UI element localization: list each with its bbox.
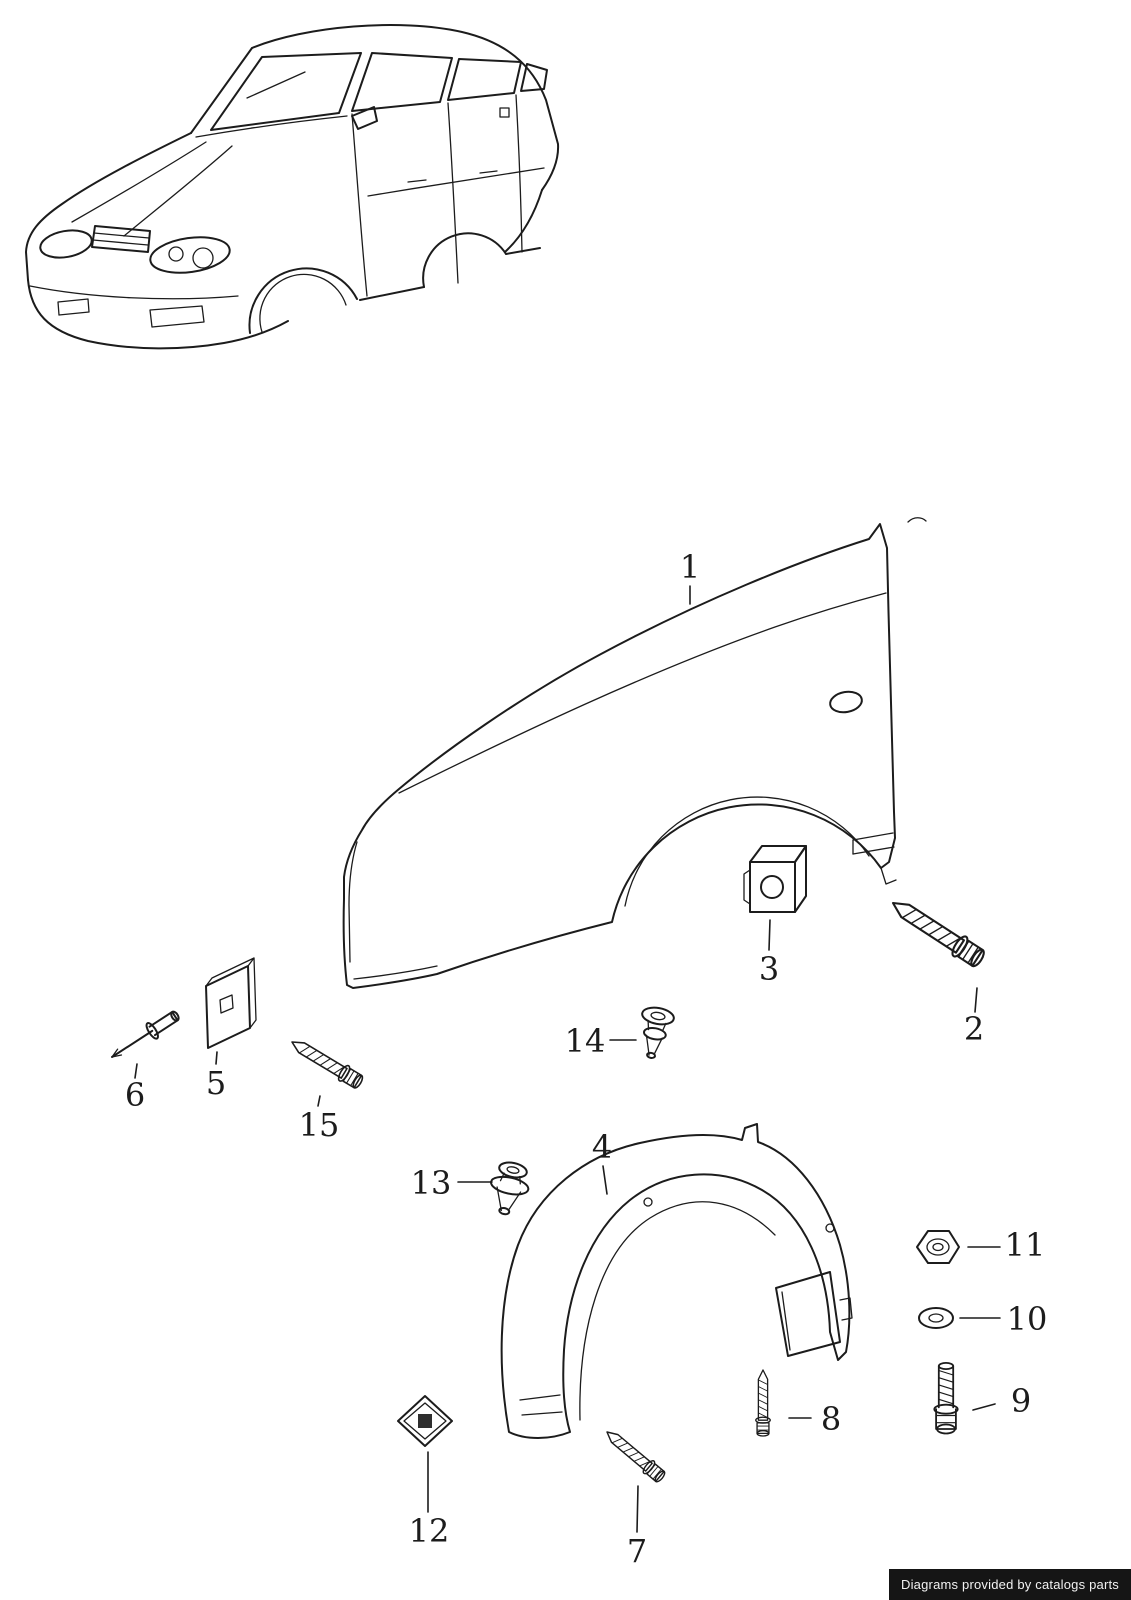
- grille: [91, 225, 151, 253]
- rear-wheel-arch: [422, 232, 507, 288]
- callout-13: 13: [411, 1164, 452, 1202]
- provider-badge: Diagrams provided by catalogs parts: [889, 1569, 1131, 1600]
- part-4-wheel-housing-liner: [500, 1123, 853, 1439]
- fog-lamp: [57, 298, 90, 316]
- front-wheel-arch: [248, 267, 358, 334]
- part-14-expanding-rivet: [641, 1006, 675, 1059]
- part-5-clip-plate: [205, 957, 257, 1049]
- callout-3: 3: [759, 950, 779, 988]
- callout-10: 10: [1007, 1300, 1048, 1338]
- part-1-front-wing: [342, 523, 897, 989]
- headlight-right: [149, 236, 231, 274]
- part-15-screw: [286, 1033, 366, 1092]
- callout-4: 4: [592, 1128, 612, 1166]
- leader-lines: [134, 585, 1001, 1533]
- rub-strip: [852, 832, 895, 855]
- callout-1: 1: [680, 548, 700, 586]
- part-12-speed-nut: [397, 1395, 453, 1447]
- mirror: [351, 106, 378, 130]
- quarter-window: [520, 63, 548, 92]
- part-8-screw: [755, 1369, 771, 1437]
- callout-14: 14: [565, 1022, 606, 1060]
- part-13-expanding-rivet: [490, 1161, 530, 1216]
- a-pillar-line: [190, 47, 253, 134]
- part-6-rivet: [111, 1010, 180, 1058]
- part-11-hex-nut: [916, 1230, 960, 1264]
- car-body-sketch: [25, 24, 560, 350]
- callout-labels: 1 2 3 4 5 6 7 8 9 10 11 12 13 14 15: [125, 548, 1048, 1570]
- callout-5: 5: [206, 1064, 226, 1102]
- headlight-left: [39, 229, 93, 259]
- side-repeater-hole: [829, 690, 863, 714]
- part-10-washer: [918, 1307, 954, 1329]
- callout-12: 12: [409, 1512, 450, 1550]
- windshield: [210, 52, 362, 131]
- part-3-clip: [743, 845, 807, 913]
- squiggle-mark: [907, 517, 927, 523]
- callout-11: 11: [1005, 1226, 1046, 1264]
- callout-9: 9: [1011, 1382, 1031, 1420]
- callout-6: 6: [125, 1076, 145, 1114]
- front-door-window: [351, 52, 453, 112]
- part-2-screw: [885, 892, 989, 971]
- rear-door-window: [447, 58, 522, 101]
- callout-8: 8: [821, 1400, 841, 1438]
- fuel-door: [499, 107, 510, 118]
- callout-15: 15: [299, 1106, 340, 1144]
- license-plate: [149, 305, 205, 328]
- callout-7: 7: [627, 1532, 647, 1570]
- callout-2: 2: [964, 1010, 984, 1048]
- part-7-screw: [601, 1425, 668, 1486]
- part-9-bolt: [933, 1361, 959, 1435]
- liner-flange: [775, 1271, 853, 1357]
